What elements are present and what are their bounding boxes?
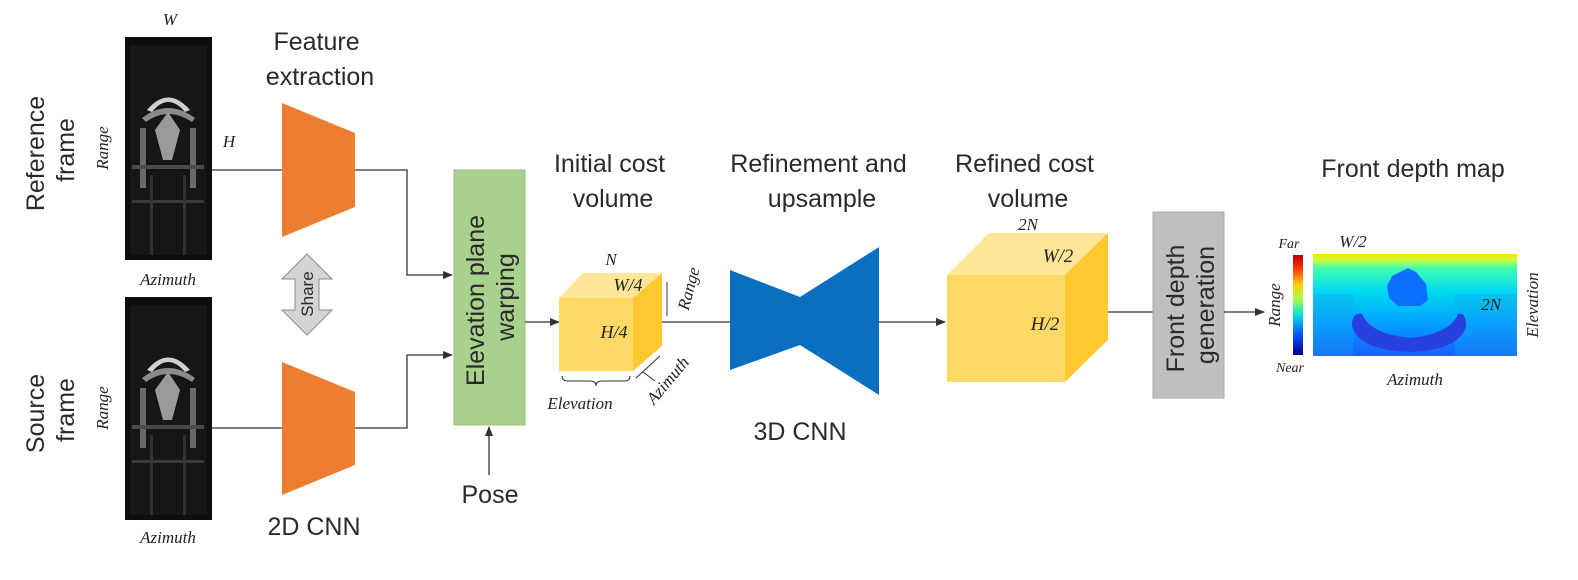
depthmap-2n-label: 2N (1481, 295, 1503, 314)
height-dim-label: H (222, 132, 237, 151)
reference-features-arrow (355, 169, 453, 279)
front-depth-generation-box (1152, 211, 1225, 399)
cost-volume-n-label: N (604, 250, 618, 269)
cnn-3d-label: 3D CNN (753, 418, 846, 446)
refined-cost-volume-label: Refined cost volume (955, 150, 1101, 213)
reference-range-label: Range (93, 126, 112, 171)
source-features-arrow (355, 351, 453, 429)
reference-frame-image (125, 37, 212, 260)
source-frame-label: Source frame (22, 367, 80, 453)
depth-map-image (1313, 254, 1517, 356)
depth-colorbar (1293, 255, 1303, 355)
cost-volume-w4-label: W/4 (614, 275, 643, 295)
azimuth-bracket (635, 355, 661, 382)
cost-volume-h4-label: H/4 (600, 322, 628, 342)
reference-azimuth-label: Azimuth (139, 270, 196, 289)
elevation-warping-label: Elevation plane warping (462, 208, 520, 386)
share-arrow: Share (280, 253, 334, 336)
pose-label: Pose (462, 481, 519, 509)
feature-extraction-label: Feature extraction (266, 28, 374, 91)
source-encoder-shape (282, 362, 355, 495)
refined-h2-label: H/2 (1030, 314, 1060, 335)
initial-cost-volume-label: Initial cost volume (554, 150, 672, 213)
initial-cost-volume-cube (559, 273, 662, 371)
reference-encoder-shape (282, 103, 355, 237)
refined-cost-volume-cube (947, 233, 1108, 382)
depthmap-w2-label: W/2 (1339, 232, 1367, 251)
depthmap-azimuth-label: Azimuth (1386, 370, 1443, 389)
refined-2n-label: 2N (1018, 215, 1040, 234)
front-depth-generation-label: Front depth generation (1162, 238, 1220, 373)
colorbar-near-label: Near (1275, 361, 1305, 376)
cnn-2d-label: 2D CNN (267, 513, 360, 541)
share-label: Share (298, 271, 317, 316)
elevation-bracket (561, 375, 631, 387)
source-frame-image (125, 297, 212, 520)
refined-w2-label: W/2 (1043, 246, 1074, 267)
reference-frame-label: Reference frame (22, 89, 80, 211)
source-azimuth-label: Azimuth (139, 528, 196, 547)
width-dim-label: W (163, 10, 179, 29)
cost-volume-elevation-label: Elevation (546, 394, 612, 413)
cost-volume-azimuth-label: Azimuth (642, 353, 693, 409)
depthmap-elevation-label: Elevation (1523, 272, 1542, 338)
refinement-label: Refinement and upsample (730, 150, 913, 213)
elevation-warping-box (453, 169, 526, 426)
cost-volume-range-label: Range (674, 265, 704, 313)
front-depth-map-title: Front depth map (1321, 155, 1504, 183)
colorbar-far-label: Far (1278, 237, 1301, 252)
decoder-3d-cnn-shape (730, 247, 879, 395)
depthmap-range-label: Range (1265, 283, 1284, 328)
source-range-label: Range (93, 386, 112, 431)
